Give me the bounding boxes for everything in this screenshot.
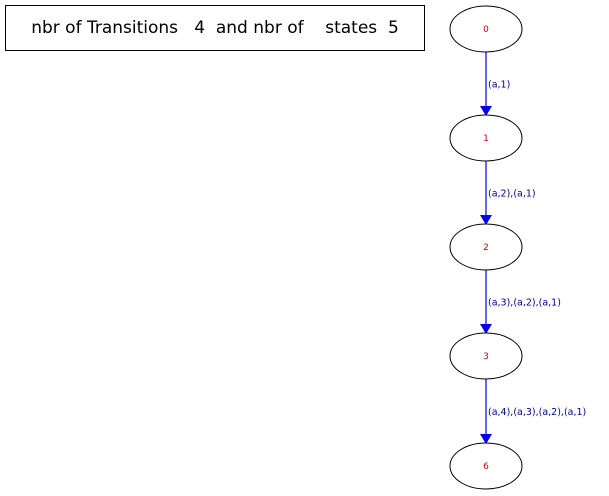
state-node-1: 1 <box>449 114 523 162</box>
state-ellipse <box>449 442 523 490</box>
transition-edge-1-2: (a,2),(a,1) <box>480 161 536 225</box>
state-label: 3 <box>483 352 489 362</box>
state-node-0: 0 <box>449 5 523 53</box>
state-ellipse <box>449 5 523 53</box>
title-text: nbr of Transitions 4 and nbr of states 5 <box>31 18 399 38</box>
transition-label: (a,2),(a,1) <box>488 189 536 200</box>
transition-label: (a,3),(a,2),(a,1) <box>488 298 561 309</box>
title-box: nbr of Transitions 4 and nbr of states 5 <box>5 5 425 51</box>
state-ellipse <box>449 223 523 271</box>
state-ellipse <box>449 332 523 380</box>
transition-edge-2-3: (a,3),(a,2),(a,1) <box>480 270 561 334</box>
state-node-2: 2 <box>449 223 523 271</box>
state-node-6: 6 <box>449 442 523 490</box>
transition-edge-0-1: (a,1) <box>480 52 510 116</box>
transition-label: (a,1) <box>488 80 510 91</box>
state-node-3: 3 <box>449 332 523 380</box>
state-ellipse <box>449 114 523 162</box>
state-label: 0 <box>483 25 489 35</box>
state-label: 6 <box>483 462 489 472</box>
state-label: 2 <box>483 243 489 253</box>
state-label: 1 <box>483 134 489 144</box>
transition-edge-3-6: (a,4),(a,3),(a,2),(a,1) <box>480 379 586 444</box>
transition-label: (a,4),(a,3),(a,2),(a,1) <box>488 407 586 418</box>
